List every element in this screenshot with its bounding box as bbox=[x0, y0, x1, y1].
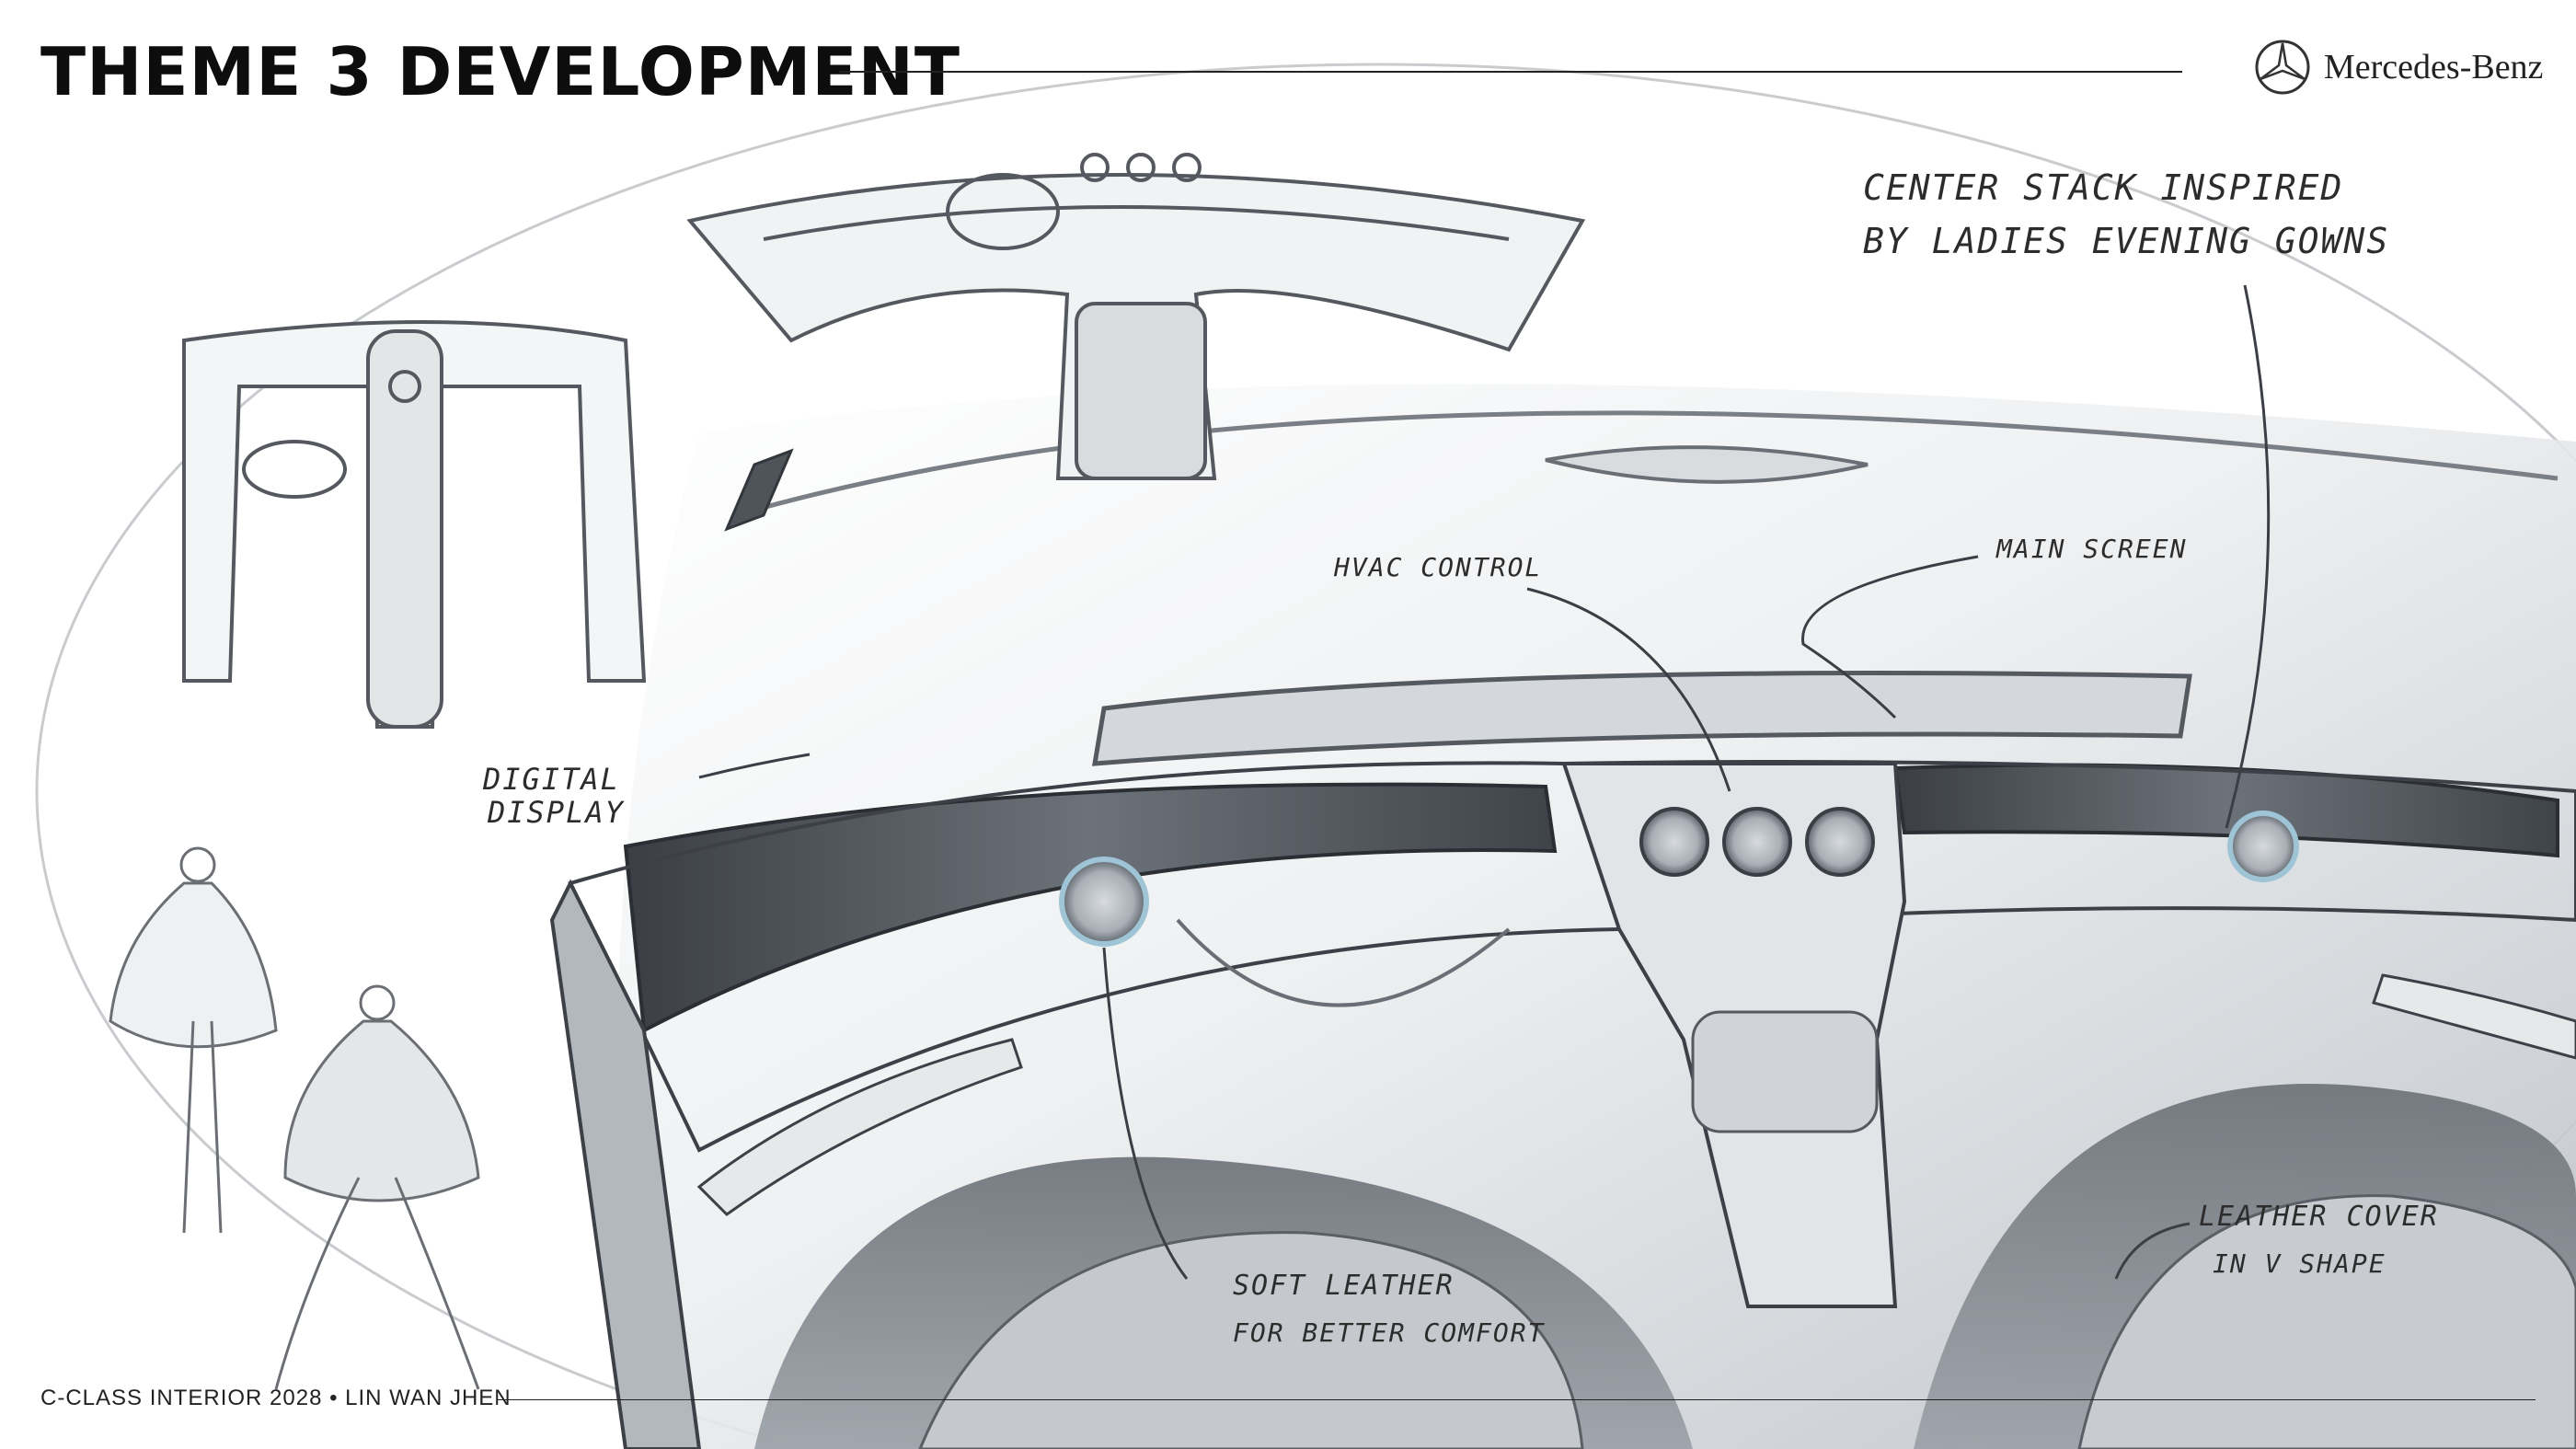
note-center-stack-line2: BY LADIES EVENING GOWNS bbox=[1863, 221, 2390, 261]
page-title: THEME 3 DEVELOPMENT bbox=[40, 33, 960, 110]
top-view-dash-sketch bbox=[686, 153, 1586, 480]
air-vent-left bbox=[1059, 857, 1149, 947]
hvac-dial-3 bbox=[1805, 807, 1875, 877]
header-divider bbox=[839, 71, 2182, 73]
front-view-dash-sketch bbox=[182, 320, 647, 729]
seat-left-cushion bbox=[918, 1231, 1584, 1449]
note-digital-display-line1: DIGITAL bbox=[483, 762, 620, 797]
hvac-dial-1 bbox=[1639, 807, 1709, 877]
center-console-tray bbox=[1691, 1010, 1879, 1133]
construction-ellipse bbox=[35, 63, 2576, 1449]
note-hvac-control: HVAC CONTROL bbox=[1334, 552, 1543, 582]
hvac-dial-2 bbox=[1722, 807, 1792, 877]
three-pointed-star-icon bbox=[2255, 40, 2310, 95]
windshield-line bbox=[735, 410, 2559, 518]
rear-mirror bbox=[1545, 445, 1869, 484]
air-vent-right bbox=[2227, 811, 2299, 882]
note-main-screen: MAIN SCREEN bbox=[1996, 534, 2188, 564]
door-panel-left bbox=[549, 879, 702, 1449]
footer-divider bbox=[497, 1399, 2536, 1400]
brand-name: Mercedes-Benz bbox=[2324, 48, 2544, 86]
door-handle-left bbox=[696, 1038, 1023, 1216]
annotation-leaders bbox=[698, 284, 2271, 1280]
note-center-stack-line1: CENTER STACK INSPIRED bbox=[1863, 167, 2344, 208]
dashboard-body bbox=[568, 760, 2576, 1153]
a-pillar-left bbox=[724, 448, 794, 532]
steering-wheel-arc bbox=[1176, 918, 1511, 1007]
main-screen-hood bbox=[1092, 671, 2192, 766]
note-leather-cover-line2: IN V SHAPE bbox=[2213, 1248, 2386, 1279]
note-leather-cover-line1: LEATHER COVER bbox=[2199, 1201, 2439, 1233]
footer-caption: C-CLASS INTERIOR 2028 • LIN WAN JHEN bbox=[40, 1386, 512, 1410]
note-digital-display-line2: DISPLAY bbox=[488, 795, 625, 830]
seat-right-cushion bbox=[2077, 1194, 2576, 1449]
brand-logo: Mercedes-Benz bbox=[2254, 39, 2543, 96]
note-soft-leather-line2: FOR BETTER COMFORT bbox=[1233, 1317, 1546, 1348]
note-soft-leather-line1: SOFT LEATHER bbox=[1233, 1270, 1455, 1302]
gown-figure-sketches bbox=[109, 846, 480, 1390]
